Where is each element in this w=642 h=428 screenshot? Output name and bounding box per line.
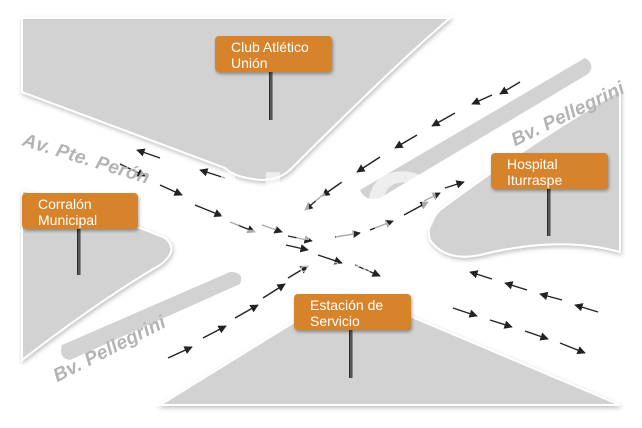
sign-corralon-municipal: Corralón Municipal — [22, 193, 138, 229]
sign-text: Unión — [231, 55, 268, 71]
arrow — [471, 94, 493, 105]
arrow — [354, 264, 381, 277]
arrow — [499, 81, 521, 95]
block-top-left — [21, 17, 453, 182]
sign-text: Hospital — [507, 156, 558, 172]
sign-hospital-iturraspe: Hospital Iturraspe — [491, 153, 608, 189]
arrow — [574, 303, 599, 313]
arrow — [159, 184, 183, 196]
sign-pole — [77, 225, 81, 275]
arrow — [202, 325, 227, 339]
arrow — [444, 180, 465, 189]
arrow — [334, 230, 361, 239]
sign-text: Iturraspe — [507, 172, 563, 188]
arrow — [469, 270, 493, 280]
arrow — [403, 201, 429, 216]
arrow — [287, 265, 309, 279]
arrow — [356, 156, 381, 173]
arrow — [194, 204, 223, 218]
sign-pole — [349, 328, 353, 378]
arrow — [199, 168, 226, 179]
arrow — [394, 134, 418, 149]
arrow — [304, 192, 326, 211]
arrow — [539, 291, 563, 301]
arrow — [229, 221, 256, 234]
median-right — [360, 58, 592, 199]
arrow — [559, 342, 586, 355]
sign-estacion-de-servicio: Estación de Servicio — [294, 294, 411, 330]
arrow — [119, 163, 146, 177]
arrow — [321, 181, 343, 197]
sign-pole — [269, 70, 273, 120]
median-left — [61, 272, 242, 360]
sign-pole — [547, 186, 551, 236]
sign-text: Estación de — [310, 297, 384, 313]
arrow — [317, 254, 343, 265]
arrow — [167, 346, 193, 359]
arrow — [136, 148, 161, 159]
arrow — [234, 304, 259, 319]
arrow — [285, 244, 309, 253]
sign-text: Servicio — [310, 313, 360, 329]
arrow — [423, 192, 441, 202]
arrow — [261, 224, 283, 234]
arrow — [369, 219, 394, 231]
sign-club-atletico-union: Club Atlético Unión — [215, 36, 332, 72]
arrow — [489, 319, 513, 329]
sign-text: Corralón — [38, 196, 92, 212]
traffic-arrows — [119, 81, 599, 359]
sign-text: Municipal — [38, 212, 98, 228]
arrow — [524, 330, 549, 341]
arrow — [287, 235, 313, 244]
arrow — [262, 283, 286, 299]
arrow — [452, 307, 478, 318]
sign-text: Club Atlético — [231, 39, 309, 55]
arrow — [504, 281, 528, 291]
arrow — [431, 112, 456, 127]
